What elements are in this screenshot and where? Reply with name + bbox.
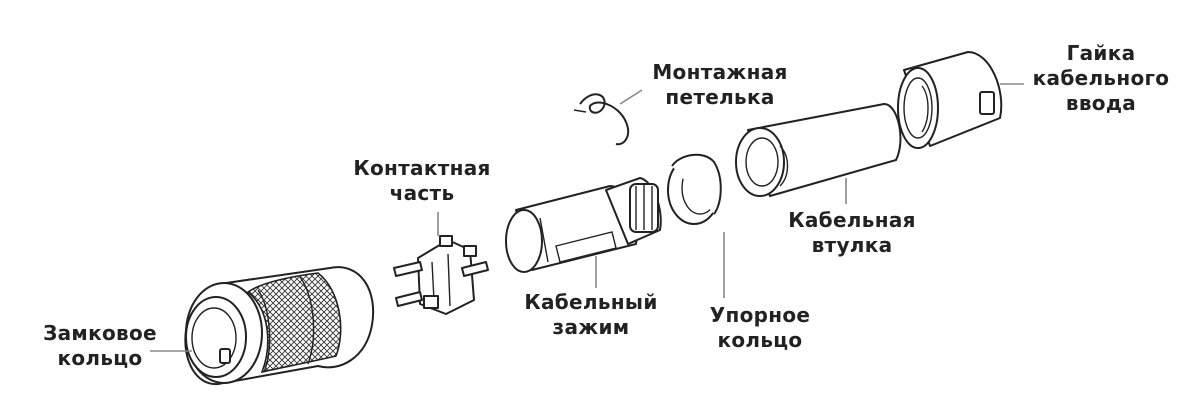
gland-nut-part	[897, 51, 1003, 149]
cable-sleeve-part	[735, 103, 902, 197]
cable-clamp-part	[505, 177, 662, 273]
thrust-ring-part	[667, 153, 722, 225]
contact-part	[393, 235, 489, 315]
leader-mounting-loop	[619, 89, 643, 105]
mounting-loop-part	[573, 93, 630, 146]
lock-ring-part	[184, 266, 375, 386]
